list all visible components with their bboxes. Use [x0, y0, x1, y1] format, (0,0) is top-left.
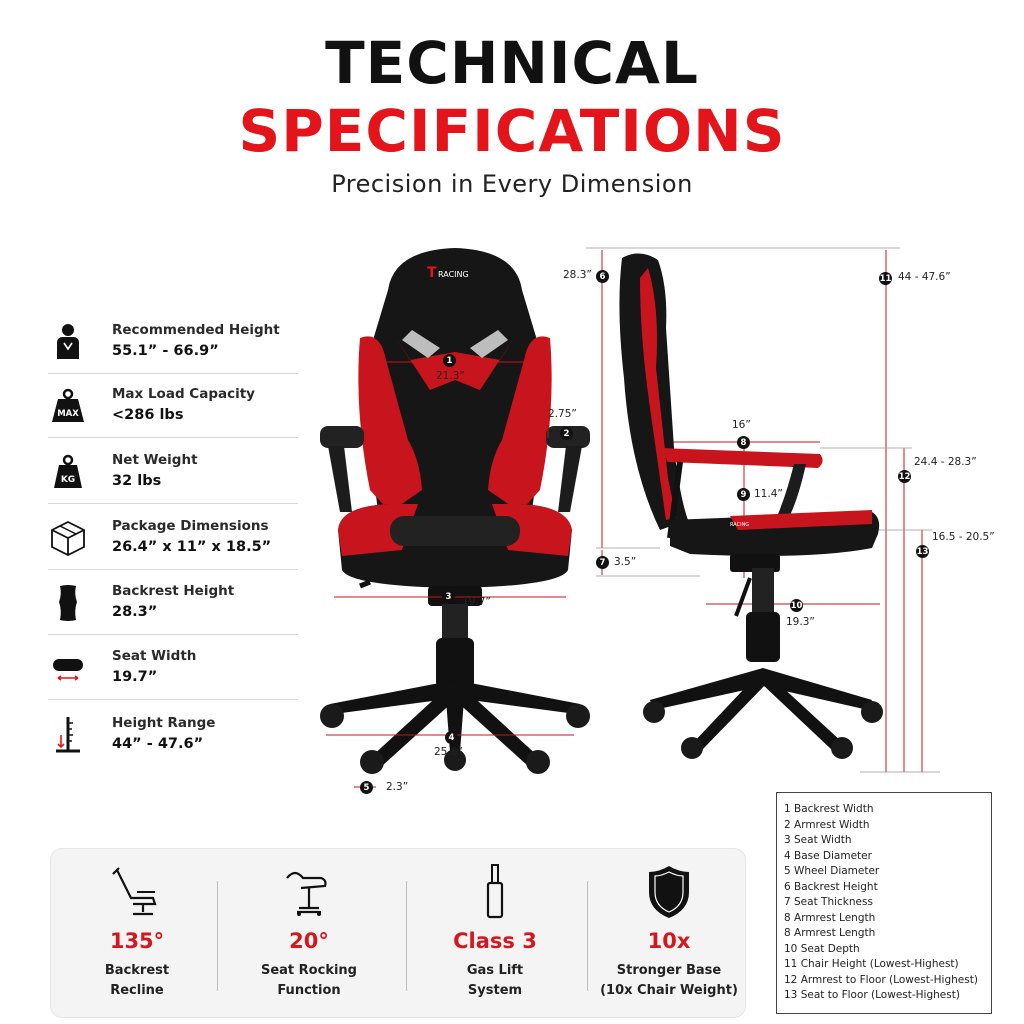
legend-item: 11 Chair Height (Lowest-Highest) — [784, 958, 959, 970]
spec-value: 32 lbs — [112, 473, 162, 489]
dim-marker-7: 7 — [596, 556, 609, 569]
dim-armrest-to-floor: 24.4 - 28.3” — [914, 456, 977, 468]
legend-item: 10 Seat Depth — [784, 942, 860, 955]
front-chair-illustration: T RACING — [320, 248, 590, 774]
spec-label: Height Range — [112, 714, 216, 731]
legend-item: 2 Armrest Width — [784, 818, 870, 831]
spec-label: Recommended Height — [112, 322, 280, 338]
dim-seat-thickness: 3.5” — [614, 556, 637, 568]
dim-marker-12: 12 — [898, 470, 911, 483]
package-box-icon — [48, 518, 88, 558]
spec-value: 26.4” x 11” x 18.5” — [112, 539, 272, 555]
legend-item: 8 Armrest Length — [784, 927, 876, 939]
dim-seat-to-floor: 16.5 - 20.5” — [932, 531, 995, 543]
dim-base-diameter: 25.8” — [434, 746, 463, 758]
kg-icon-text: KG — [61, 475, 75, 485]
recline-chair-icon — [109, 863, 165, 921]
feature-stronger-base: 10x Stronger Base(10x Chair Weight) — [583, 849, 755, 1019]
feature-value: Class 3 — [453, 929, 537, 953]
seat-width-icon — [48, 648, 88, 688]
rocking-chair-icon — [281, 863, 337, 921]
divider — [406, 881, 407, 991]
legend-item: 4 Base Diameter — [784, 849, 872, 862]
dim-armrest-length: 16” — [732, 419, 751, 431]
spec-label: Package Dimensions — [112, 518, 269, 534]
dim-marker-13: 13 — [916, 545, 929, 558]
title-line2: SPECIFICATIONS — [238, 97, 786, 165]
feature-label: Stronger Base(10x Chair Weight) — [600, 963, 738, 998]
spec-label: Max Load Capacity — [112, 386, 255, 402]
dim-armrest-length-2: 11.4” — [754, 488, 783, 500]
spec-backrest-height: Backrest Height 28.3” — [48, 571, 298, 635]
side-chair-illustration: RACING — [619, 253, 883, 759]
max-weight-icon: MAX — [48, 386, 88, 426]
spec-value: 44” - 47.6” — [112, 735, 204, 752]
max-icon-text: MAX — [57, 409, 79, 419]
dim-chair-height: 44 - 47.6” — [898, 271, 951, 283]
dimension-legend: 1 Backrest Width 2 Armrest Width 3 Seat … — [776, 792, 992, 1014]
dim-marker-10: 10 — [790, 599, 803, 612]
legend-item: 1 Backrest Width — [784, 803, 874, 815]
spec-height-range: Height Range 44” - 47.6” — [48, 702, 298, 766]
dim-marker-6: 6 — [596, 270, 609, 283]
divider — [217, 881, 218, 991]
feature-value: 20° — [289, 929, 329, 953]
dim-backrest-height: 28.3” — [563, 269, 592, 281]
dim-marker-9: 9 — [737, 488, 750, 501]
dim-marker-2: 2 — [560, 427, 573, 440]
legend-item: 3 Seat Width — [784, 834, 852, 846]
dim-marker-1: 1 — [443, 354, 456, 367]
brand-logo-mark: T — [427, 265, 437, 281]
dim-seat-width: 19.7” — [462, 596, 491, 608]
spec-net-weight: KG Net Weight 32 lbs — [48, 440, 298, 504]
spec-label: Backrest Height — [112, 583, 235, 599]
spec-value: <286 lbs — [112, 407, 184, 423]
person-height-icon — [48, 322, 88, 362]
dim-armrest-width: 2.75” — [548, 408, 577, 420]
spec-recommended-height: Recommended Height 55.1” - 66.9” — [48, 310, 298, 374]
title-line1: TECHNICAL — [325, 29, 699, 97]
spec-package-dimensions: Package Dimensions 26.4” x 11” x 18.5” — [48, 506, 298, 570]
spec-value: 28.3” — [112, 604, 158, 620]
feature-value: 135° — [109, 929, 165, 953]
feature-value: 10x — [647, 929, 691, 953]
dim-marker-11: 11 — [879, 272, 892, 285]
dim-marker-5: 5 — [360, 781, 373, 794]
spec-label: Seat Width — [112, 648, 197, 664]
legend-item: 5 Wheel Diameter — [784, 865, 880, 877]
dim-marker-3: 3 — [442, 590, 455, 603]
spec-value: 55.1” - 66.9” — [112, 343, 219, 359]
subtitle: Precision in Every Dimension — [331, 170, 693, 198]
brand-logo: RACING — [438, 270, 469, 279]
dim-marker-4: 4 — [445, 731, 458, 744]
dim-seat-depth: 19.3” — [786, 616, 815, 628]
dim-wheel-diameter: 2.3” — [386, 781, 409, 793]
spec-max-load: MAX Max Load Capacity <286 lbs — [48, 374, 298, 438]
legend-item: 7 Seat Thickness — [784, 896, 873, 908]
legend-item: 12 Armrest to Floor (Lowest-Highest) — [784, 973, 978, 986]
dim-backrest-width: 21.3” — [436, 370, 465, 382]
legend-item: 8 Armrest Length — [784, 911, 876, 924]
spec-seat-width: Seat Width 19.7” — [48, 636, 298, 700]
spec-value: 19.7” — [112, 669, 158, 685]
shield-icon — [647, 863, 691, 921]
divider — [587, 881, 588, 991]
legend-item: 13 Seat to Floor (Lowest-Highest) — [784, 989, 960, 1001]
spec-label: Net Weight — [112, 452, 198, 468]
side-seat-brand: RACING — [730, 522, 749, 528]
legend-item: 6 Backrest Height — [784, 880, 878, 893]
height-range-icon — [48, 714, 88, 754]
gas-lift-icon — [483, 863, 507, 921]
dim-marker-8: 8 — [737, 436, 750, 449]
backrest-icon — [48, 583, 88, 623]
kg-weight-icon: KG — [48, 452, 88, 492]
